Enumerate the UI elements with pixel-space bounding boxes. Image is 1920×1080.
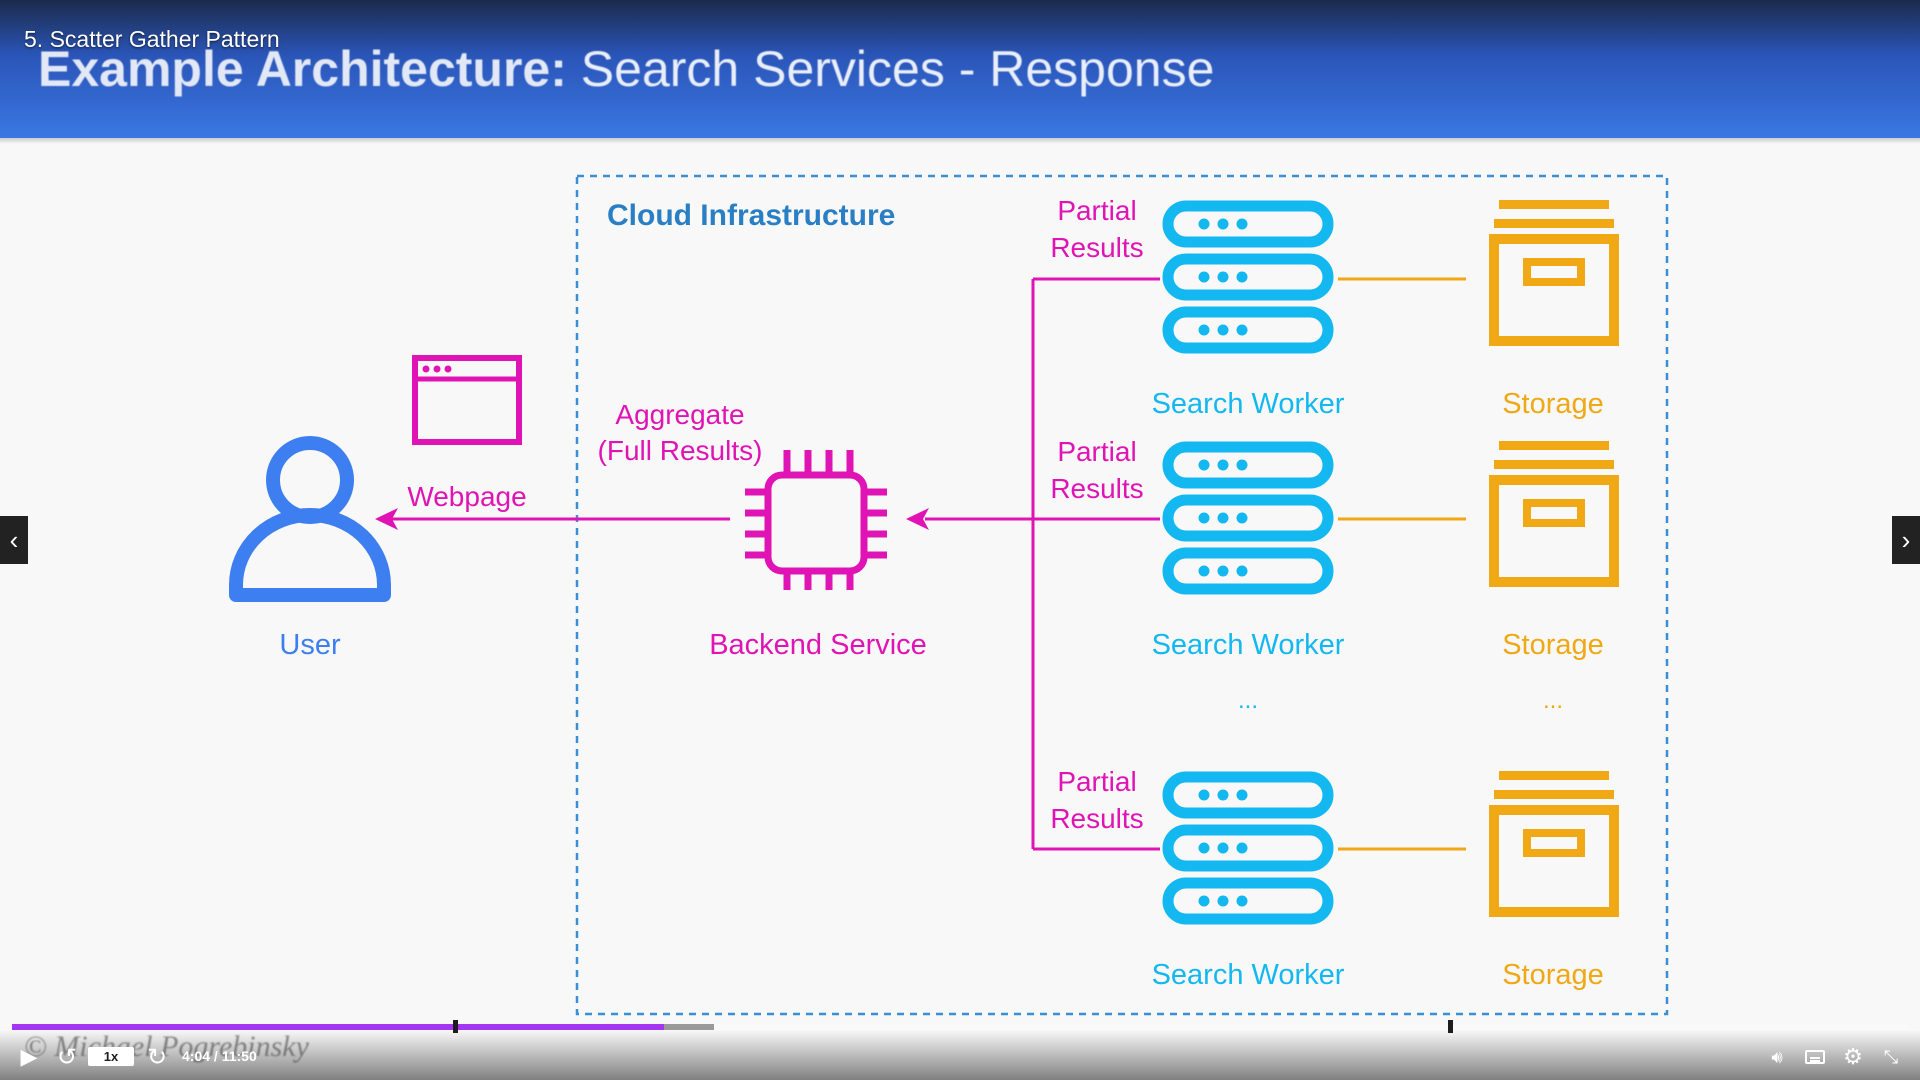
- cloud-boundary: [575, 174, 1669, 1016]
- storage-2-label: Storage: [1502, 629, 1604, 661]
- partial-results-1-line1: Partial: [1057, 195, 1136, 226]
- captions-button[interactable]: [1802, 1044, 1828, 1070]
- slide-title-rest: Search Services - Response: [566, 41, 1215, 97]
- forward-5s-button[interactable]: ↻: [144, 1043, 170, 1071]
- aggregate-label-line1: Aggregate: [615, 399, 744, 430]
- user-label: User: [279, 629, 341, 661]
- exit-fullscreen-button[interactable]: ⤡: [1878, 1044, 1904, 1070]
- chevron-right-icon: ›: [1901, 524, 1911, 555]
- rewind-icon: ↺: [56, 1043, 78, 1071]
- search-worker-3-label: Search Worker: [1152, 959, 1345, 991]
- storage-ellipsis: ...: [1543, 687, 1563, 714]
- worker-ellipsis: ...: [1238, 687, 1258, 714]
- exit-fullscreen-icon: ⤡: [1883, 1046, 1899, 1067]
- aggregate-label-line2: (Full Results): [598, 435, 763, 466]
- storage-3-icon: [1494, 771, 1614, 912]
- aggregate-arrowhead: [375, 508, 398, 530]
- play-icon: ▶: [20, 1044, 38, 1069]
- cloud-infrastructure-label: Cloud Infrastructure: [607, 199, 895, 232]
- play-button[interactable]: ▶: [16, 1044, 42, 1070]
- slide-title: Example Architecture: Search Services - …: [38, 40, 1214, 98]
- partial-results-connector: [925, 277, 1160, 851]
- search-worker-1-label: Search Worker: [1152, 388, 1345, 420]
- storage-1-label: Storage: [1502, 388, 1604, 420]
- progress-played: [12, 1024, 665, 1030]
- speaker-icon: 🔊︎: [1771, 1046, 1783, 1067]
- bookmark-marker[interactable]: [1448, 1020, 1453, 1033]
- progress-bar[interactable]: [12, 1024, 1908, 1030]
- time-display: 4:04 / 11:50: [182, 1048, 257, 1064]
- partial-results-1-line2: Results: [1050, 232, 1143, 263]
- storage-2-icon: [1494, 441, 1614, 582]
- search-worker-3-icon: [1168, 777, 1328, 919]
- bookmark-marker[interactable]: [453, 1020, 458, 1033]
- user-icon: [229, 436, 391, 602]
- search-worker-2-icon: [1168, 447, 1328, 589]
- lecture-title: 5. Scatter Gather Pattern: [24, 26, 280, 52]
- settings-button[interactable]: ⚙: [1840, 1044, 1866, 1070]
- gear-icon: ⚙: [1843, 1044, 1863, 1069]
- search-worker-1-icon: [1168, 206, 1328, 348]
- chevron-left-icon: ‹: [9, 524, 19, 555]
- player-controls-bar: [0, 1030, 1920, 1080]
- search-worker-2-label: Search Worker: [1152, 629, 1345, 661]
- partial-results-2-line2: Results: [1050, 473, 1143, 504]
- author-watermark: © Michael Pogrebinsky: [24, 1030, 309, 1063]
- backend-service-label: Backend Service: [709, 629, 927, 661]
- next-lecture-button[interactable]: ›: [1892, 516, 1920, 564]
- webpage-icon: [412, 355, 522, 445]
- previous-lecture-button[interactable]: ‹: [0, 516, 28, 564]
- partial-results-2-line1: Partial: [1057, 436, 1136, 467]
- volume-button[interactable]: 🔊︎: [1764, 1044, 1790, 1070]
- partial-results-arrowhead: [906, 508, 929, 530]
- playback-speed-button[interactable]: 1x: [88, 1047, 134, 1066]
- storage-3-label: Storage: [1502, 959, 1604, 991]
- captions-icon: [1805, 1050, 1825, 1064]
- architecture-diagram: Cloud Infrastructure User Webpage Aggreg…: [229, 174, 1669, 1016]
- partial-results-3-line1: Partial: [1057, 766, 1136, 797]
- slide-header: Example Architecture: Search Services - …: [0, 0, 1920, 144]
- rewind-5s-button[interactable]: ↺: [54, 1043, 80, 1071]
- forward-icon: ↻: [146, 1043, 168, 1071]
- storage-1-icon: [1494, 200, 1614, 341]
- partial-results-3-line2: Results: [1050, 803, 1143, 834]
- chip-icon: [745, 450, 887, 590]
- webpage-label: Webpage: [407, 481, 526, 512]
- slide-title-bold: Example Architecture:: [38, 41, 567, 97]
